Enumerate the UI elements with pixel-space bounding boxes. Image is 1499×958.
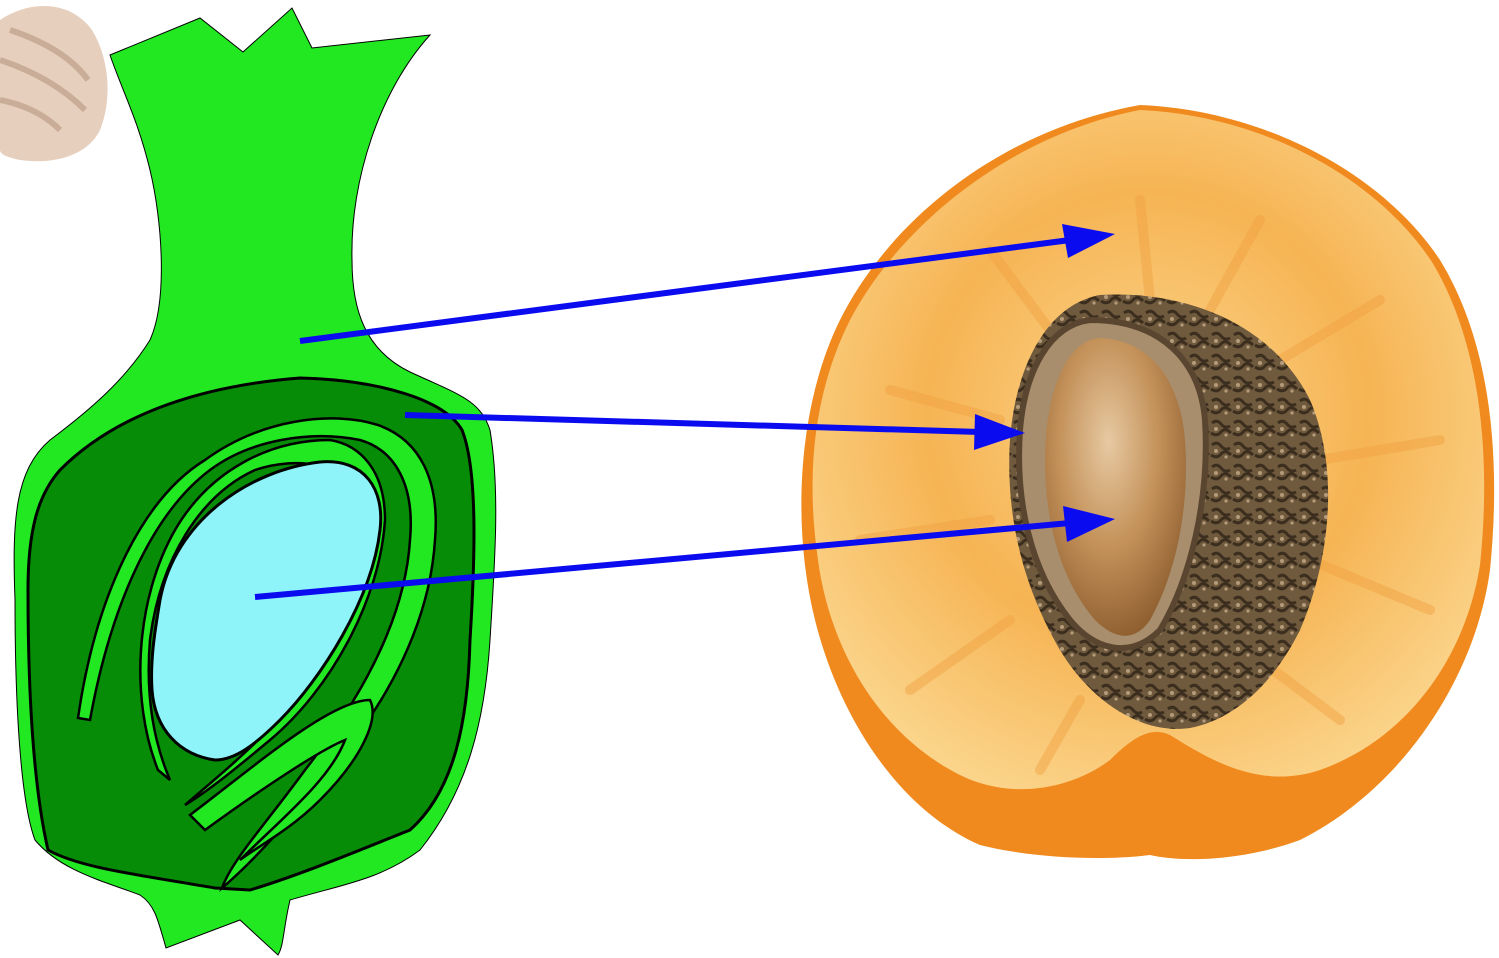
fruit (801, 105, 1494, 859)
ovary (14, 8, 496, 955)
pollen-grain (0, 6, 108, 161)
